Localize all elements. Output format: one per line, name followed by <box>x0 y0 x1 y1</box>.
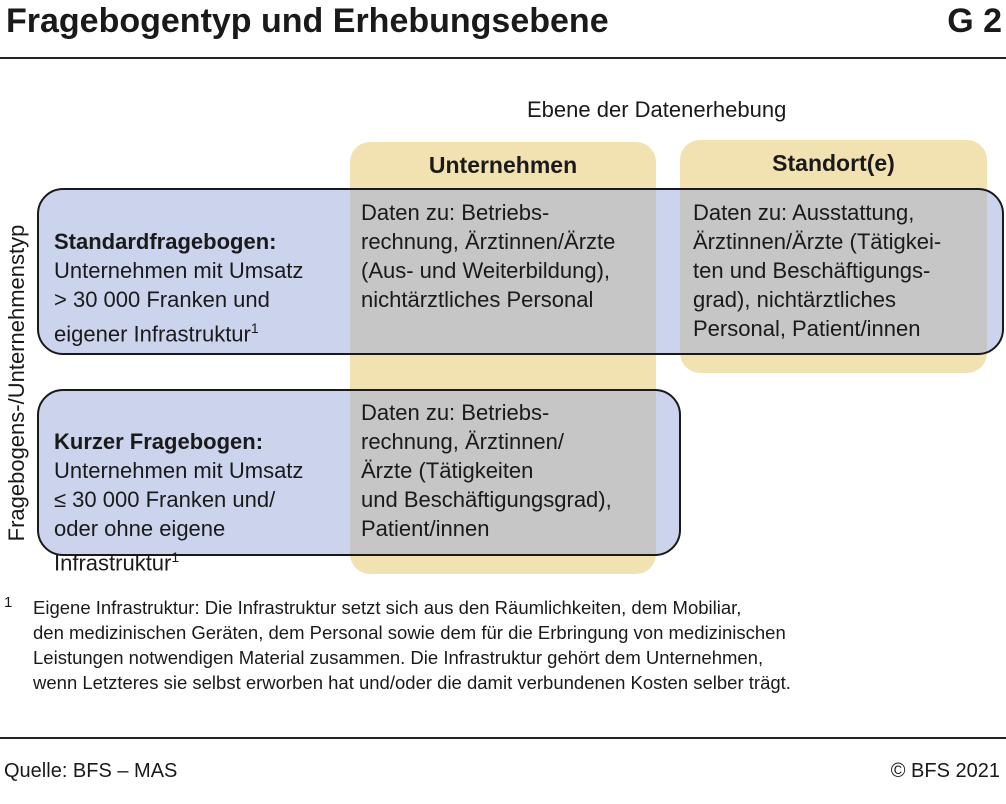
column-header-unternehmen: Unternehmen <box>428 152 578 178</box>
row-title: Standardfragebogen: <box>54 229 277 254</box>
top-rule <box>0 57 1006 59</box>
footnote-text: Eigene Infrastruktur: Die Infrastruktur … <box>33 597 791 693</box>
row-axis-label: Fragebogens-/Unternehmenstyp <box>4 224 29 542</box>
footnote-marker: 1 <box>4 594 13 611</box>
row-description: Unternehmen mit Umsatz > 30 000 Franken … <box>54 258 304 347</box>
row-standardfragebogen-box <box>37 188 1004 355</box>
column-header-standort: Standort(e) <box>772 150 895 176</box>
row-title: Kurzer Fragebogen: <box>54 429 264 454</box>
footnote-ref: 1 <box>171 549 180 565</box>
cell-standard-unternehmen: Daten zu: Betriebs- rechnung, Ärztinnen/… <box>361 200 616 312</box>
cell-kurz-unternehmen: Daten zu: Betriebs- rechnung, Ärztinnen/… <box>361 400 612 541</box>
copyright-note: © BFS 2021 <box>890 760 1000 782</box>
bottom-rule <box>0 737 1006 739</box>
row-kurzer-fragebogen-box <box>37 389 681 556</box>
row-description: Unternehmen mit Umsatz ≤ 30 000 Franken … <box>54 458 304 576</box>
column-axis-label: Ebene der Datenerhebung <box>527 97 787 122</box>
source-note: Quelle: BFS – MAS <box>4 760 178 782</box>
cell-standard-standort: Daten zu: Ausstattung, Ärztinnen/Ärzte (… <box>693 200 942 341</box>
footnote-ref: 1 <box>250 320 259 336</box>
page-title: Fragebogentyp und Erhebungsebene <box>6 2 609 40</box>
row-kurzer-fragebogen-label: Kurzer Fragebogen: Unternehmen mit Umsatz… <box>54 398 349 577</box>
row-standardfragebogen-label: Standardfragebogen: Unternehmen mit Umsat… <box>54 198 349 348</box>
figure-code: G 2 <box>947 2 1002 40</box>
